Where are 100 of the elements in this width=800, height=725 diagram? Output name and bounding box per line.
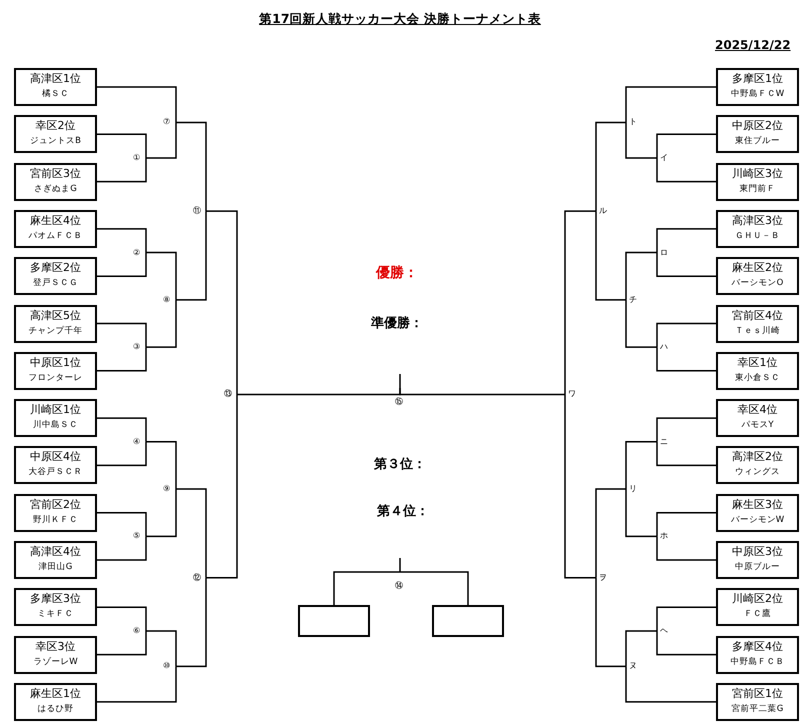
bracket-line <box>97 630 147 656</box>
team-name: ミキＦＣ <box>36 608 74 622</box>
team-box <box>14 352 97 390</box>
bracket-line <box>625 86 716 122</box>
seed-label: 中原区1位 <box>29 354 82 371</box>
bracket-line <box>656 252 716 277</box>
team-name: ジュントスB <box>29 135 82 148</box>
team-box <box>14 682 97 721</box>
team-box <box>14 68 97 106</box>
page-title: 第17回新人戦サッカー大会 決勝トーナメント表 <box>259 11 541 26</box>
team-name: 宮前平二葉G <box>730 702 784 716</box>
match-number: ② <box>133 248 140 258</box>
seed-label: 幸区3位 <box>34 638 76 655</box>
seed-label: 川崎区2位 <box>731 591 784 608</box>
bracket-line <box>97 228 147 253</box>
team-box <box>14 257 97 296</box>
team-box <box>14 588 97 626</box>
result-box <box>298 605 370 637</box>
seed-label: 中原区4位 <box>29 449 82 466</box>
match-number: ① <box>133 152 140 163</box>
bracket-line <box>97 322 147 348</box>
team-name: 東門前Ｆ <box>738 182 776 196</box>
seed-label: 麻生区1位 <box>29 686 82 702</box>
bracket-line <box>97 512 147 536</box>
bracket-line <box>333 571 400 605</box>
bracket-line <box>564 394 596 578</box>
bracket-line <box>595 578 626 668</box>
bracket-line <box>595 211 626 301</box>
team-name: バーシモンW <box>730 514 786 527</box>
bracket-line <box>625 252 657 300</box>
bracket-line <box>176 488 207 578</box>
bracket-line <box>399 388 565 396</box>
team-box <box>14 210 97 248</box>
team-box <box>716 588 799 626</box>
team-box <box>14 162 97 201</box>
seed-label: 高津区4位 <box>29 544 82 560</box>
seed-label: 麻生区3位 <box>731 496 784 513</box>
match-number: ヌ <box>629 661 637 672</box>
seed-label: 麻生区2位 <box>731 260 784 276</box>
bracket-line <box>97 606 147 631</box>
match-number: リ <box>629 484 637 494</box>
bracket-line <box>146 489 177 538</box>
team-name: ウィングス <box>734 466 781 480</box>
team-name: 大谷戸ＳＣＲ <box>28 466 84 480</box>
team-name: 中野島ＦＣＢ <box>730 656 786 669</box>
seed-label: 高津区1位 <box>29 71 82 87</box>
seed-label: 幸区1位 <box>736 354 778 371</box>
result-label: 準優勝： <box>371 315 423 332</box>
result-box <box>432 605 504 637</box>
match-number: ⑪ <box>193 206 201 216</box>
team-box <box>716 257 799 296</box>
bracket-line <box>656 606 716 631</box>
team-box <box>14 494 97 532</box>
seed-label: 宮前区3位 <box>29 166 82 182</box>
team-box <box>14 541 97 579</box>
team-box <box>14 446 97 484</box>
bracket-line <box>656 442 716 466</box>
bracket-line <box>656 417 716 442</box>
bracket-line <box>97 536 147 561</box>
bracket-line <box>400 571 469 605</box>
team-box <box>716 636 799 674</box>
bracket-line <box>595 122 626 212</box>
bracket-line <box>97 86 177 122</box>
seed-label: 多摩区1位 <box>731 71 784 87</box>
bracket-line <box>625 122 657 159</box>
team-name: チャンプ千年 <box>28 324 84 338</box>
match-number: ホ <box>660 531 668 542</box>
team-box <box>716 68 799 106</box>
match-number: ⑨ <box>163 484 170 494</box>
bracket-line <box>656 347 716 372</box>
bracket-line <box>97 134 147 158</box>
seed-label: 中原区2位 <box>731 118 784 134</box>
result-label: 第３位： <box>374 456 426 473</box>
match-number: チ <box>629 294 637 305</box>
match-number: ⑬ <box>224 389 232 400</box>
bracket-line <box>146 300 177 348</box>
bracket-line <box>176 211 207 301</box>
bracket-line <box>97 442 147 466</box>
match-number: ④ <box>133 436 140 447</box>
team-box <box>716 446 799 484</box>
bracket-line <box>656 134 716 158</box>
team-name: ラゾーレW <box>32 656 79 669</box>
match-number: ⑭ <box>395 581 403 591</box>
team-name: パモスY <box>740 419 775 432</box>
team-name: 中原ブルー <box>734 561 781 574</box>
bracket-line <box>97 252 147 277</box>
team-box <box>14 636 97 674</box>
seed-label: 高津区2位 <box>731 449 784 466</box>
seed-label: 多摩区4位 <box>731 638 784 655</box>
match-number: ワ <box>568 389 576 400</box>
seed-label: 高津区3位 <box>731 212 784 229</box>
team-name: ＦＣ鷹 <box>743 608 772 622</box>
team-name: Ｔｅｓ川崎 <box>734 324 781 338</box>
bracket-line <box>97 347 147 372</box>
team-name: フロンターレ <box>28 372 84 385</box>
match-number: ル <box>599 206 607 216</box>
bracket-line <box>656 322 716 348</box>
team-name: バーシモンO <box>730 277 784 290</box>
match-number: イ <box>660 152 668 163</box>
bracket-line <box>176 122 207 212</box>
